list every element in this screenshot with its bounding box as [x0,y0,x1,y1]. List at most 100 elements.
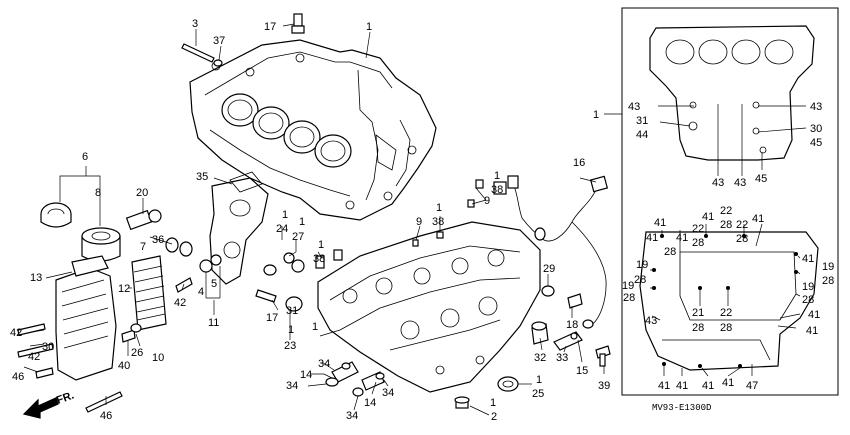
upper-crankcase [189,39,437,221]
lower-crankcase [317,221,541,393]
callout-40: 40 [118,360,130,372]
callout-13: 13 [30,272,42,284]
callout-35: 35 [196,171,208,183]
callout-15: 15 [576,365,588,377]
callout-25: 25 [532,388,544,400]
oil-cooler [131,255,167,331]
callout-19: 19 [622,280,634,292]
oil-pipes [325,361,385,397]
callout-29: 29 [543,263,555,275]
callout-34: 34 [382,387,394,399]
callout-22: 22 [692,223,704,235]
callout-38: 38 [432,216,444,228]
callout-1: 1 [318,239,324,251]
callout-46: 46 [12,371,24,383]
callout-1: 1 [288,324,294,336]
callout-41: 41 [654,217,666,229]
callout-1: 1 [282,209,288,221]
callout-26: 26 [131,347,143,359]
callout-27: 27 [292,231,304,243]
callout-41: 41 [702,380,714,392]
callout-42: 42 [174,297,186,309]
leader-lines [23,23,622,416]
filter-bolt [497,376,519,392]
callout-47: 47 [746,380,758,392]
front-direction-arrow [22,397,59,419]
callout-19: 19 [822,261,834,273]
callout-18: 18 [566,319,578,331]
callout-28: 28 [623,292,635,304]
callout-41: 41 [806,325,818,337]
callout-7: 7 [140,241,146,253]
small-fittings [199,249,343,312]
callout-1: 1 [494,170,500,182]
callout-12: 12 [118,283,130,295]
callout-31: 31 [636,115,648,127]
callout-1: 1 [593,109,599,121]
callout-33: 33 [556,352,568,364]
callout-9: 9 [484,195,490,207]
callout-41: 41 [676,232,688,244]
callout-1: 1 [490,397,496,409]
callout-17: 17 [264,21,276,33]
callout-3: 3 [192,18,198,30]
callout-labels: 3 37 17 1 6 8 20 35 36 7 13 12 42 30 42 … [10,18,610,423]
inset-upper-crankcase [649,25,815,161]
callout-24: 24 [276,223,288,235]
callout-28: 28 [802,294,814,306]
drain-bolt [454,396,470,409]
callout-1: 1 [366,21,372,33]
callout-41: 41 [676,380,688,392]
o-rings [165,237,193,257]
catalog-code: MV93-E1300D [652,403,711,413]
callout-1: 1 [436,202,442,214]
callout-1: 1 [299,216,305,228]
callout-45: 45 [755,173,767,185]
callout-28: 28 [720,219,732,231]
callout-4: 4 [198,286,204,298]
callout-21: 21 [692,307,704,319]
callout-28: 28 [720,322,732,334]
callout-20: 20 [136,187,148,199]
callout-22: 22 [720,307,732,319]
filter-housing [209,171,269,285]
callout-43: 43 [628,101,640,113]
callout-43: 43 [712,177,724,189]
callout-41: 41 [658,380,670,392]
callout-10: 10 [152,352,164,364]
oil-filter [81,227,121,262]
callout-28: 28 [634,274,646,286]
callout-31: 31 [286,305,298,317]
callout-8: 8 [95,187,101,199]
bolts-left [17,277,193,413]
callout-2: 2 [491,411,497,423]
callout-43: 43 [645,315,657,327]
sealing-washer [213,59,223,67]
inset-leader-lines [650,104,807,377]
inset-callout-labels: 43 31 44 43 30 45 43 43 45 41 41 28 41 2… [622,101,834,392]
callout-41: 41 [752,213,764,225]
callout-19: 19 [636,259,648,271]
callout-43: 43 [734,177,746,189]
callout-41: 41 [646,232,658,244]
direction-label: FR. [55,389,76,406]
callout-28: 28 [664,246,676,258]
callout-11: 11 [208,317,219,329]
callout-28: 28 [692,322,704,334]
callout-42: 42 [28,351,40,363]
callout-34: 34 [318,358,330,370]
callout-43: 43 [810,101,822,113]
callout-34: 34 [346,410,358,422]
callout-42: 42 [10,327,22,339]
callout-5: 5 [211,278,217,290]
callout-32: 32 [534,352,546,364]
callout-6: 6 [82,151,88,163]
callout-9: 9 [416,216,422,228]
callout-14: 14 [364,397,376,409]
callout-28: 28 [736,233,748,245]
callout-30: 30 [42,341,54,353]
oil-pressure-switch [291,13,305,34]
inset-frame [621,7,839,396]
callout-46: 46 [100,410,112,422]
stud-bolt [181,43,215,63]
